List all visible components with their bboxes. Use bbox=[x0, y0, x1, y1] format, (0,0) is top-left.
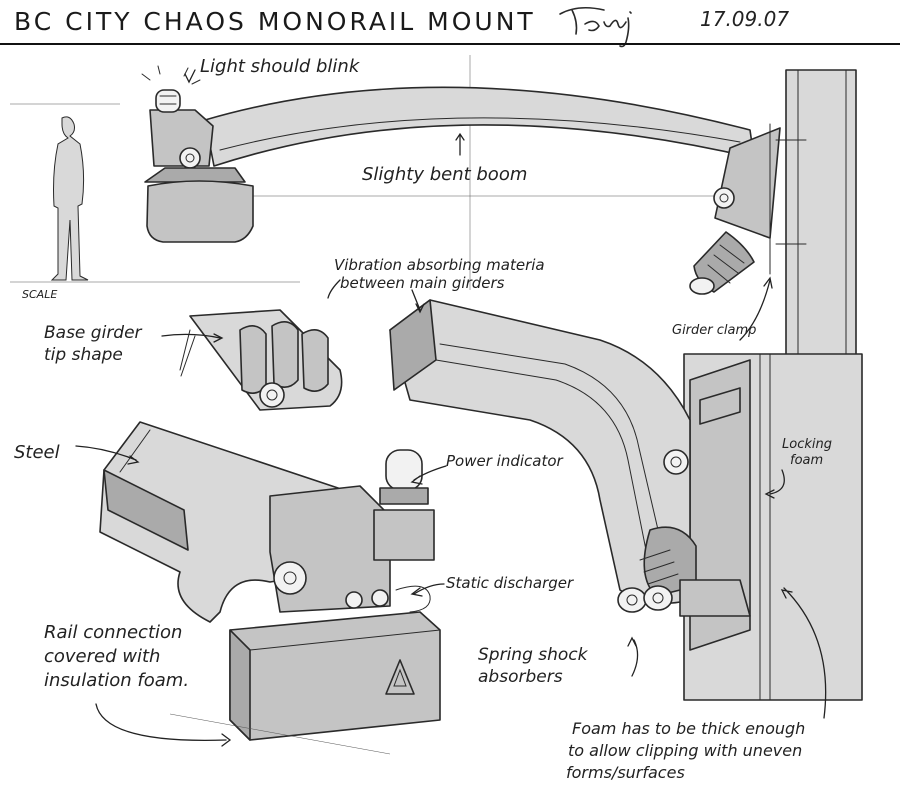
scale-label: SCALE bbox=[22, 288, 57, 301]
perspective-rail-shoe bbox=[99, 421, 441, 755]
sheet-title: BC CITY CHAOS MONORAIL MOUNT bbox=[14, 7, 536, 36]
label-spring-2: absorbers bbox=[478, 667, 563, 687]
label-girder-clamp: Girder clamp bbox=[672, 323, 756, 338]
label-light-blink: Light should blink bbox=[200, 56, 361, 77]
label-power-indicator: Power indicator bbox=[446, 452, 564, 470]
label-steel: Steel bbox=[14, 442, 60, 463]
label-base-girder-1: Base girder bbox=[44, 323, 143, 343]
label-rail-3: insulation foam. bbox=[44, 670, 189, 691]
label-static-discharger: Static discharger bbox=[446, 574, 574, 592]
label-locking-2: foam bbox=[790, 453, 823, 468]
girder-tip-detail bbox=[179, 309, 343, 411]
header: BC CITY CHAOS MONORAIL MOUNT 17.09.07 bbox=[0, 6, 900, 48]
label-foam-2: to allow clipping with uneven bbox=[568, 741, 802, 760]
label-vibration-2: between main girders bbox=[340, 274, 505, 292]
perspective-girder-mount bbox=[389, 299, 863, 701]
label-foam-1: Foam has to be thick enough bbox=[572, 719, 805, 738]
label-rail-2: covered with bbox=[44, 646, 160, 667]
annotations: Light should blink Slighty bent boom Vib… bbox=[14, 56, 832, 782]
label-vibration-1: Vibration absorbing materia bbox=[334, 256, 545, 274]
label-rail-1: Rail connection bbox=[44, 622, 182, 643]
label-locking-1: Locking bbox=[782, 437, 832, 452]
annotation-arrows bbox=[75, 69, 827, 747]
side-view-boom bbox=[141, 55, 857, 401]
label-bent-boom: Slighty bent boom bbox=[362, 164, 527, 185]
scale-figure: SCALE bbox=[10, 103, 300, 301]
label-foam-3: forms/surfaces bbox=[566, 763, 685, 782]
label-base-girder-2: tip shape bbox=[44, 345, 123, 365]
sheet-date: 17.09.07 bbox=[700, 7, 789, 31]
artist-signature bbox=[559, 6, 632, 48]
label-spring-1: Spring shock bbox=[478, 645, 589, 665]
